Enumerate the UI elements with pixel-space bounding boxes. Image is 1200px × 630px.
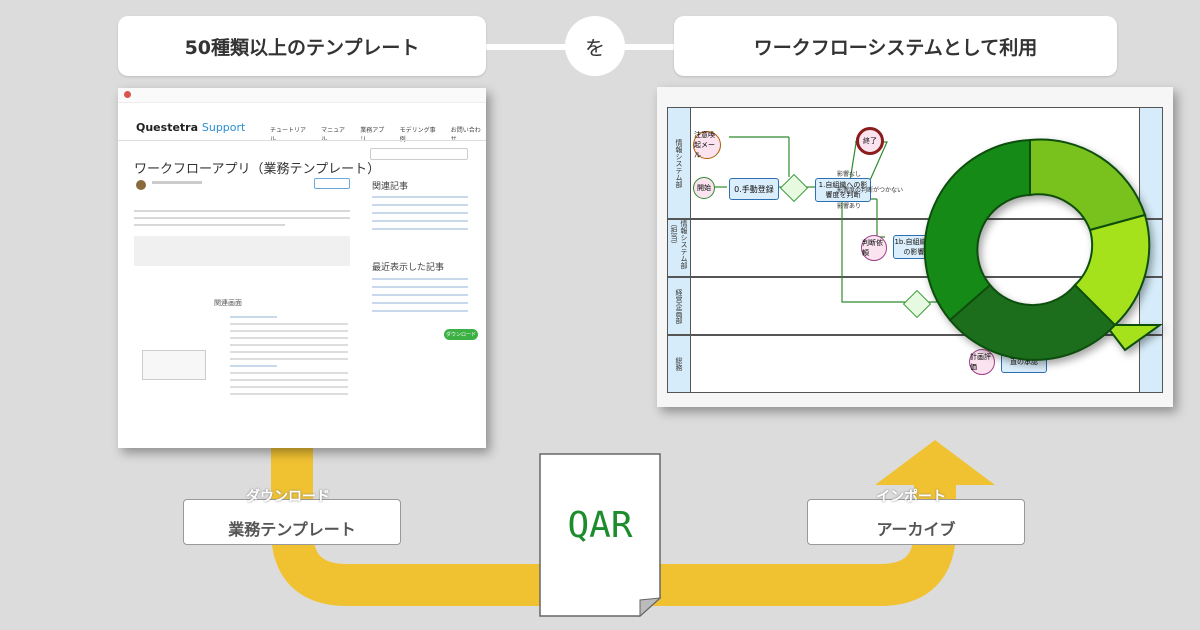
brand-suffix: Support [201, 121, 246, 134]
support-page-screenshot: Questetra Support チュートリアル マニュアル 業務アプリ モデ… [118, 88, 486, 448]
lane-tab-right [1139, 278, 1162, 334]
nav-item[interactable]: モデリング事例 [399, 127, 436, 143]
lane-tab: 総務 [668, 336, 691, 392]
section-heading: 関連画面 [214, 299, 242, 307]
tutorial-box [134, 236, 350, 266]
templates-count-label: 50種類以上のテンプレート [118, 16, 486, 76]
business-template-label: 業務テンプレート [183, 499, 401, 545]
file-icon [539, 453, 662, 618]
templates-count-text: 50種類以上のテンプレート [184, 36, 420, 59]
connector-particle: を [585, 35, 605, 60]
lane-tab: 経営企画部 [668, 278, 691, 334]
import-ghost-label: インポート [876, 489, 946, 505]
diagram-thumbnail [142, 350, 206, 380]
lane-tab-right [1139, 336, 1162, 392]
site-icon [124, 91, 131, 98]
lane-label: 経営企画部 [675, 288, 683, 324]
lane-tab: 情報システム部（担当） [668, 220, 691, 276]
flow-label-no-impact: 影響なし [837, 171, 862, 178]
workflow-system-text: ワークフローシステムとして利用 [753, 36, 1038, 59]
event-label: 計画評価 [970, 353, 991, 371]
connector-circle: を [565, 16, 625, 76]
nav-item[interactable]: 業務アプリ [360, 127, 385, 143]
browser-topbar [118, 88, 486, 103]
article-text-lines [134, 210, 350, 226]
qar-file-label: QAR [567, 505, 633, 546]
nav-item[interactable]: お問い合わせ [450, 127, 481, 143]
business-template-text: 業務テンプレート [228, 520, 356, 539]
download-button[interactable]: ダウンロード [444, 329, 478, 340]
author-avatar [136, 180, 146, 190]
sidebar-heading-recent: 最近表示した記事 [372, 263, 445, 273]
plan-eval-event[interactable]: 計画評価 [969, 349, 995, 375]
judgment-request-event[interactable]: 判断依頼 [861, 235, 887, 261]
article-title: ワークフローアプリ（業務テンプレート） [134, 162, 381, 177]
reminder-mail-event[interactable]: 注意喚起メール [693, 131, 721, 159]
sidebar-search[interactable] [370, 148, 468, 160]
task-label: 直の承認 [1010, 358, 1038, 366]
archive-label: アーカイブ [807, 499, 1025, 545]
task-label: 1b.自組織への影響 [894, 238, 934, 256]
lane-label: 総務 [675, 357, 683, 371]
workflow-system-label: ワークフローシステムとして利用 [674, 16, 1117, 76]
lane-tab: 情報システム部 [668, 108, 691, 218]
nav-divider [118, 140, 486, 141]
task-label: 0.手動登録 [734, 184, 774, 194]
event-label: 判断依頼 [862, 239, 883, 257]
end-event[interactable]: 終了 [856, 127, 884, 155]
related-links [372, 196, 468, 230]
author-line [152, 181, 202, 184]
follow-button[interactable] [314, 178, 350, 189]
nav-item[interactable]: チュートリアル [270, 127, 307, 143]
support-nav: チュートリアル マニュアル 業務アプリ モデリング事例 お問い合わせ [270, 125, 486, 143]
support-brand[interactable]: Questetra Support [136, 121, 245, 134]
brand-name: Questetra [136, 121, 199, 134]
section-text-lines [230, 316, 348, 400]
download-ghost-label: ダウンロード [246, 489, 330, 505]
recent-links [372, 278, 468, 312]
lane-label: 情報システム部 [675, 138, 683, 188]
nav-item[interactable]: マニュアル [321, 127, 345, 143]
sidebar-heading-related: 関連記事 [372, 182, 409, 192]
upload-arrow-icon [875, 440, 995, 485]
lane-tab-right [1139, 108, 1162, 218]
lane-label: 情報システム部（担当） [670, 220, 688, 269]
flow-label-unsure: 影響度の判断がつかない [837, 187, 904, 194]
task-label: 1.自組織への影響度を判断 [818, 181, 868, 199]
start-event[interactable]: 開始 [693, 177, 715, 199]
event-label: 注意喚起メール [694, 131, 715, 159]
flow-label-impact: 影響あり [837, 203, 862, 210]
task-judge-impact[interactable]: 1.自組織への影響度を判断 [815, 178, 871, 202]
event-label: 終了 [863, 137, 877, 145]
workflow-diagram-screenshot: 情報システム部 情報システム部（担当） 経営企画部 総務 注意喚起メール 開始 … [657, 87, 1173, 407]
event-label: 開始 [697, 184, 711, 192]
archive-text: アーカイブ [876, 520, 956, 539]
questetra-logo-icon [923, 138, 1164, 361]
task-manual-register[interactable]: 0.手動登録 [729, 178, 779, 200]
